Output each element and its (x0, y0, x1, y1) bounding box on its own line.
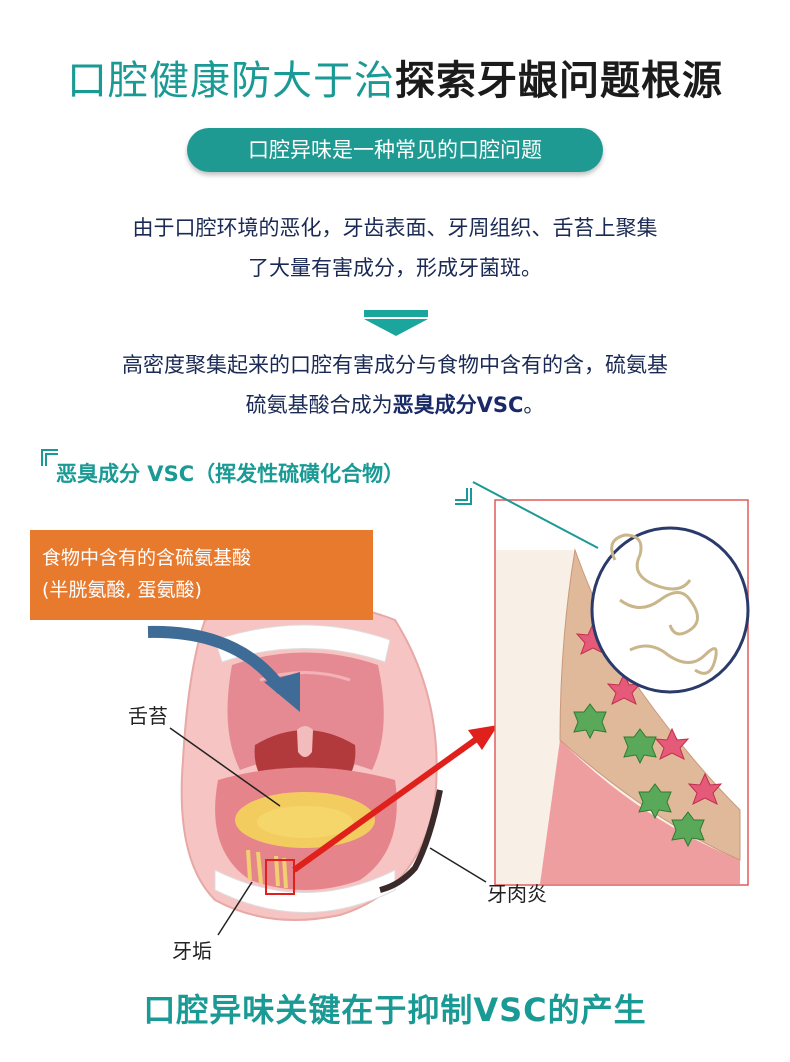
intro-line2: 了大量有害成分，形成牙菌斑。 (248, 256, 542, 280)
result-paragraph: 高密度聚集起来的口腔有害成分与食物中含有的含，硫氨基 硫氨基酸合成为恶臭成分VS… (0, 345, 790, 425)
zoom-arrowhead (468, 725, 498, 750)
subtitle-banner: 口腔异味是一种常见的口腔问题 (187, 128, 603, 172)
food-flow-arrowhead (264, 672, 300, 712)
pointer-tongue (169, 727, 281, 807)
zoom-inset (494, 499, 750, 886)
food-box-line2: (半胱氨酸, 蛋氨酸) (42, 579, 202, 601)
vsc-connector-line (472, 481, 599, 549)
pointer-gum (429, 847, 487, 883)
bacteria-icon (654, 727, 690, 761)
intro-paragraph: 由于口腔环境的恶化，牙齿表面、牙周组织、舌苔上聚集 了大量有害成分，形成牙菌斑。 (0, 208, 790, 288)
corner-bracket-top-left (41, 449, 58, 466)
germ-icon (623, 728, 657, 765)
intro-line1: 由于口腔环境的恶化，牙齿表面、牙周组织、舌苔上聚集 (132, 216, 658, 240)
title-part2: 探索牙龈问题根源 (395, 58, 723, 104)
germ-icon (573, 703, 607, 740)
result-line2-prefix: 硫氨基酸合成为 (245, 393, 393, 417)
label-tongue-coating: 舌苔 (128, 704, 168, 728)
germ-icon (638, 783, 672, 820)
conclusion-text: 口腔异味关键在于抑制VSC的产生 (143, 991, 647, 1029)
title-part1: 口腔健康防大于治 (67, 58, 395, 104)
mouth-illustration (180, 601, 443, 921)
zoom-arrow (292, 735, 480, 873)
food-flow-arrow (147, 625, 287, 694)
label-gingivitis: 牙肉炎 (487, 882, 547, 906)
corner-bracket-bottom-right (455, 488, 472, 505)
result-line2: 硫氨基酸合成为恶臭成分VSC。 (0, 385, 790, 425)
food-box-line1: 食物中含有的含硫氨基酸 (42, 547, 252, 569)
result-line2-suffix: 。 (523, 393, 545, 417)
germ-icon (671, 811, 705, 848)
food-amino-acid-box: 食物中含有的含硫氨基酸 (半胱氨酸, 蛋氨酸) (30, 530, 373, 620)
page-title: 口腔健康防大于治探索牙龈问题根源 (0, 48, 790, 106)
down-arrow-icon (364, 310, 428, 336)
pointer-tartar (217, 881, 253, 936)
result-line1: 高密度聚集起来的口腔有害成分与食物中含有的含，硫氨基 (122, 353, 668, 377)
label-tartar: 牙垢 (172, 939, 212, 963)
bacteria-icon (687, 772, 723, 806)
vsc-label: 恶臭成分 VSC（挥发性硫磺化合物） (56, 462, 405, 486)
vsc-highlight: 恶臭成分VSC (392, 393, 524, 417)
